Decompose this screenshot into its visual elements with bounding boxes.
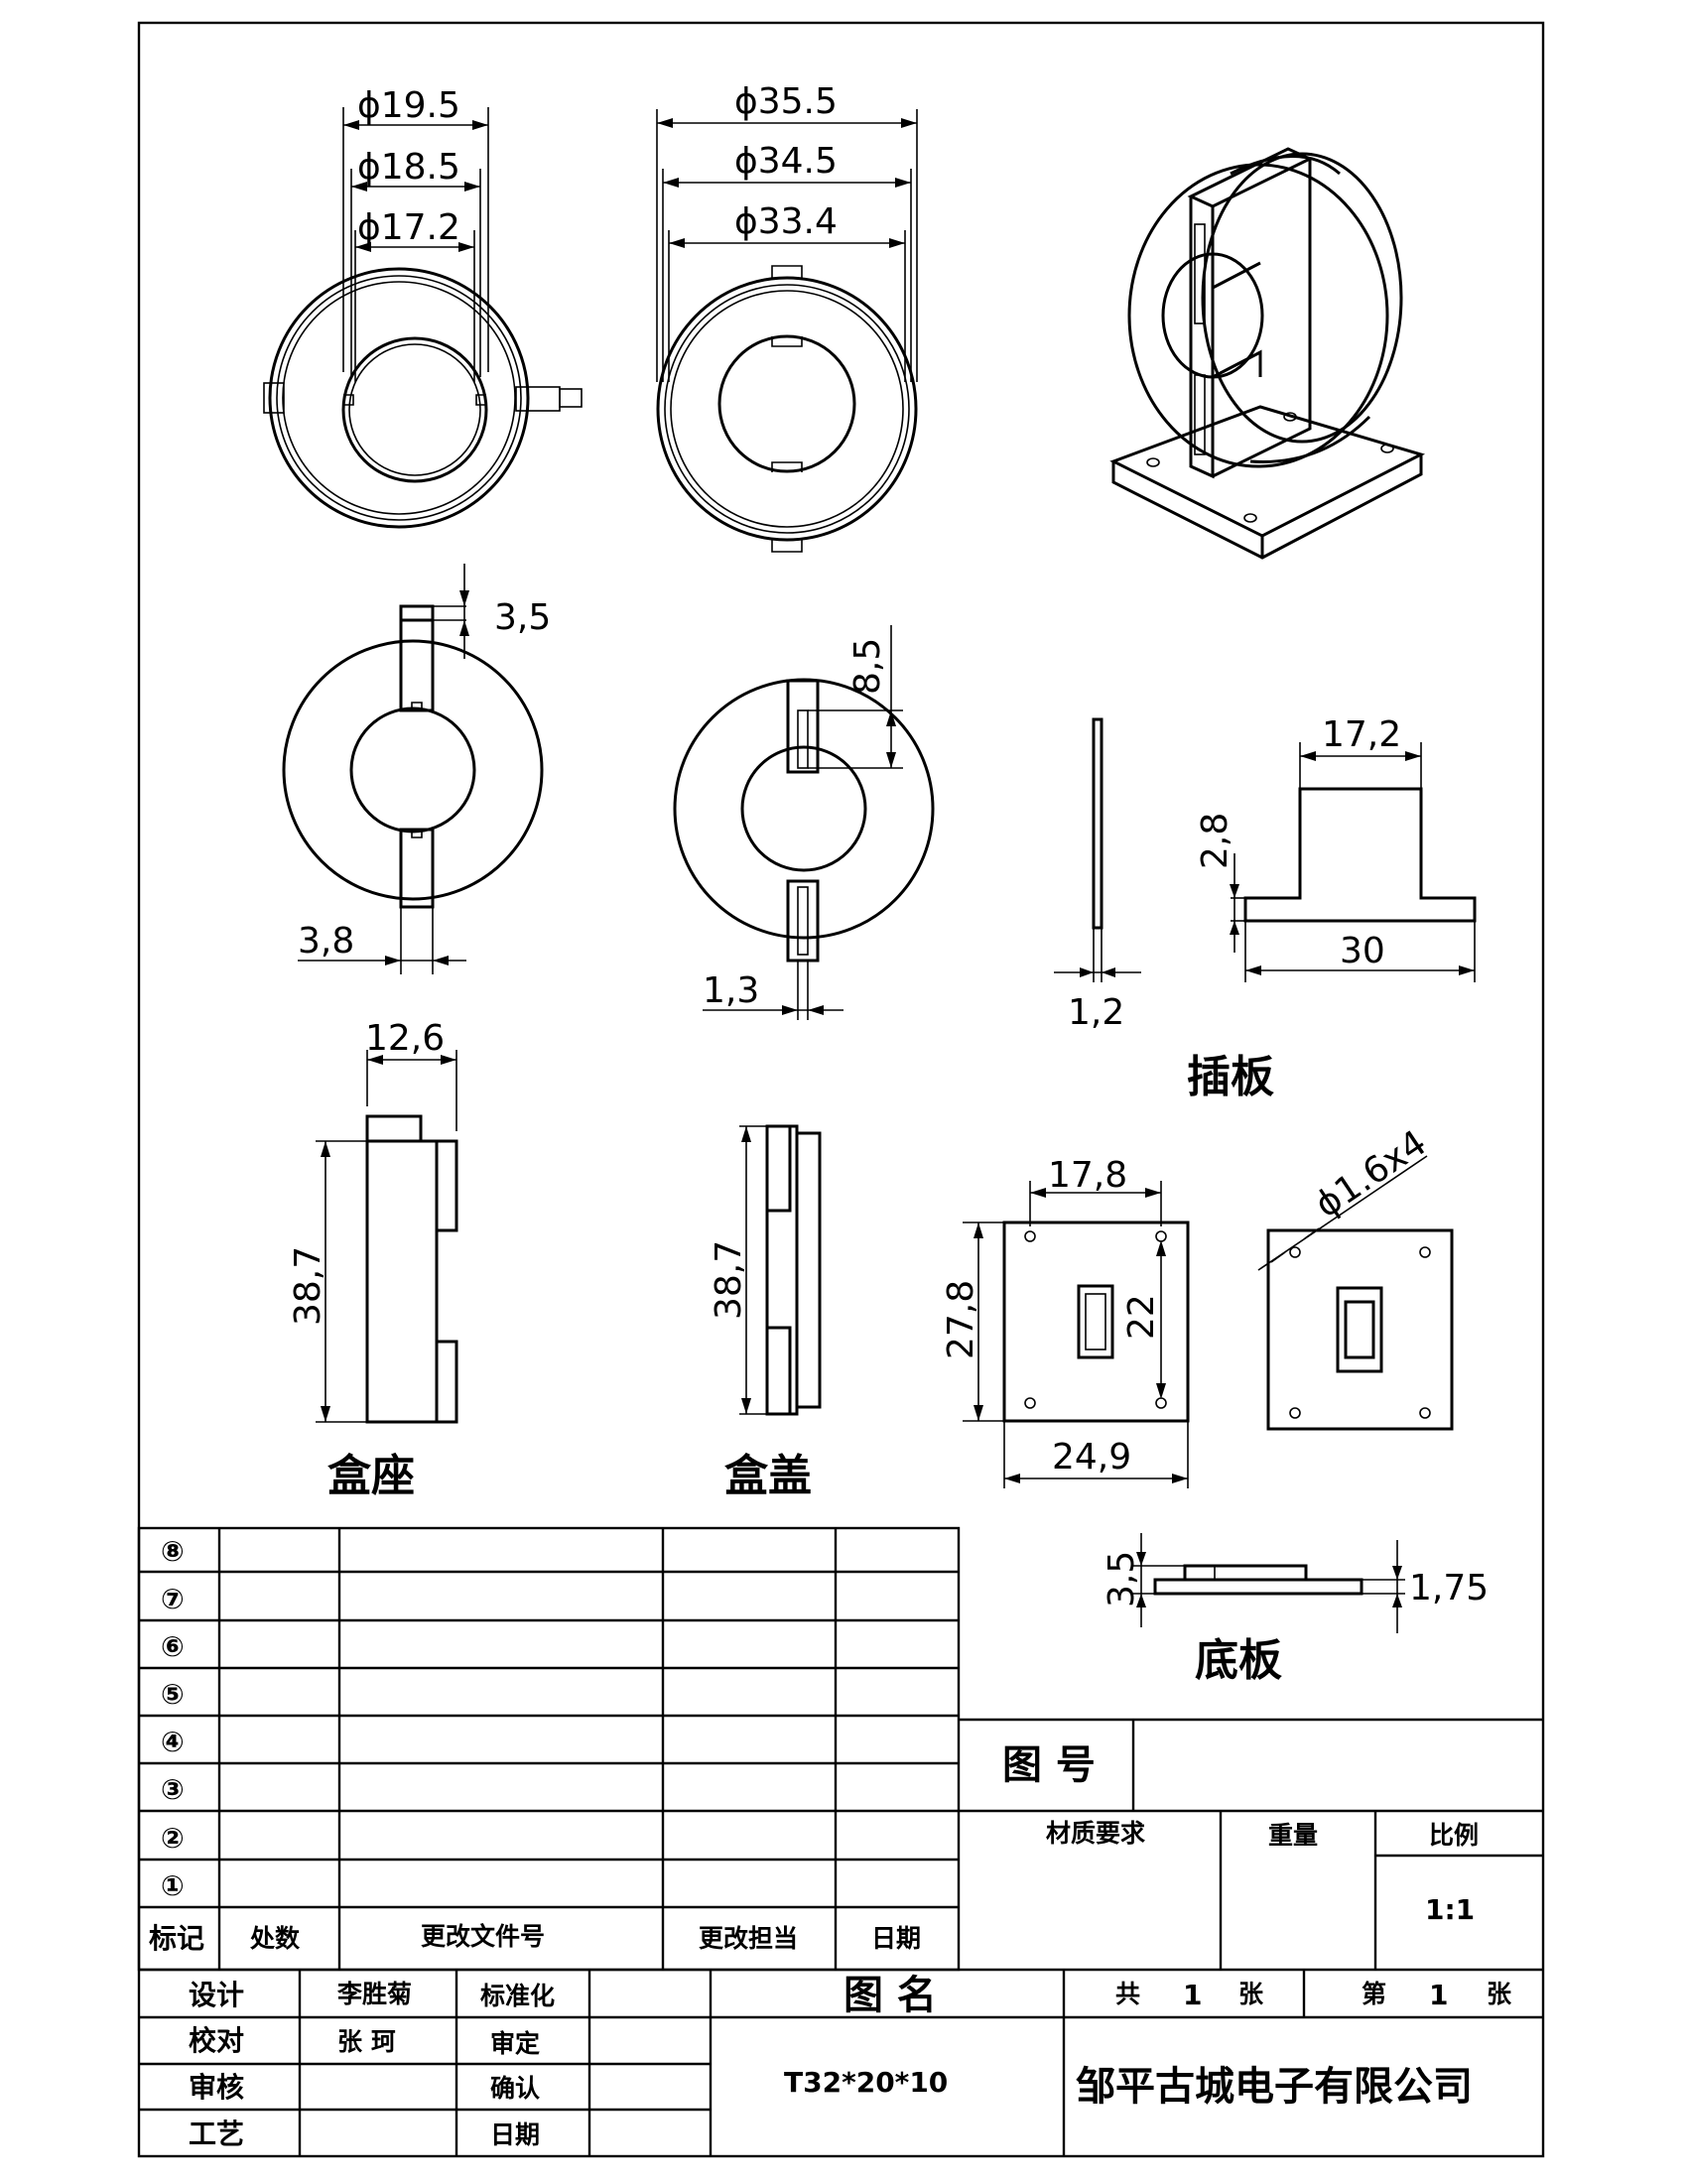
dim-phi-18-5: ϕ18.5 bbox=[357, 147, 460, 188]
dim-slot-width: 3,8 bbox=[298, 921, 354, 962]
rev-header-owner: 更改担当 bbox=[699, 1924, 798, 1953]
designer-name: 李胜菊 bbox=[337, 1980, 412, 2008]
bottom-plate-views: 17,8 22 27,8 24,9 ϕ1.6x4 3,5 bbox=[941, 1122, 1489, 1686]
dim-insert-base-width: 30 bbox=[1340, 931, 1385, 971]
cover-ring-front-view: 8,5 1,3 bbox=[673, 625, 935, 1020]
rev-row-5: ⑤ bbox=[161, 1678, 185, 1711]
dim-bottom-width: 24,9 bbox=[1052, 1437, 1131, 1477]
rev-row-2: ② bbox=[161, 1822, 185, 1855]
confirm-label: 确认 bbox=[490, 2074, 540, 2103]
drawing-name-label: 图 名 bbox=[844, 1973, 937, 2018]
top-left-ring-view: ϕ19.5 ϕ18.5 ϕ17.2 bbox=[263, 85, 583, 529]
review-label: 审定 bbox=[490, 2029, 540, 2058]
design-label: 设计 bbox=[189, 1979, 244, 2011]
revision-table: ⑧ ⑦ ⑥ ⑤ ④ ③ ② ① 标记 处数 更改文件号 更改担当 日期 bbox=[137, 1526, 961, 1972]
rev-row-3: ③ bbox=[161, 1773, 185, 1806]
cover-side-view: 38,7 盒盖 bbox=[709, 1124, 822, 1501]
bottom-plate-title: 底板 bbox=[1195, 1635, 1282, 1686]
part-name: T32*20*10 bbox=[784, 2066, 948, 2099]
dim-tab-height: 3,5 bbox=[494, 597, 551, 638]
weight-label: 重量 bbox=[1268, 1821, 1318, 1850]
total-sheets: 1 bbox=[1183, 1979, 1202, 2011]
total-unit: 张 bbox=[1238, 1980, 1264, 2008]
rev-row-7: ⑦ bbox=[161, 1583, 185, 1615]
date-label: 日期 bbox=[490, 2120, 540, 2149]
dim-phi-17-2: ϕ17.2 bbox=[357, 207, 460, 248]
dim-slot-depth: 8,5 bbox=[847, 638, 888, 695]
total-prefix: 共 bbox=[1115, 1980, 1140, 2008]
base-title: 盒座 bbox=[327, 1451, 415, 1501]
material-label: 材质要求 bbox=[1046, 1819, 1145, 1848]
dim-insert-top-width: 17,2 bbox=[1322, 714, 1401, 755]
dim-phi-19-5: ϕ19.5 bbox=[357, 85, 460, 126]
dim-bottom-height: 27,8 bbox=[941, 1280, 981, 1359]
rev-row-1: ① bbox=[161, 1869, 185, 1902]
drawing-frame bbox=[137, 21, 1545, 2158]
dim-side-h1: 3,5 bbox=[1102, 1551, 1142, 1607]
sheet-number: 1 bbox=[1429, 1979, 1448, 2011]
insert-plate-title: 插板 bbox=[1187, 1052, 1274, 1102]
dim-phi-35-5: ϕ35.5 bbox=[734, 81, 838, 122]
company-name: 邹平古城电子有限公司 bbox=[1076, 2064, 1473, 2110]
audit-label: 审核 bbox=[189, 2071, 244, 2104]
rev-row-8: ⑧ bbox=[161, 1535, 185, 1568]
top-middle-ring-view: ϕ35.5 ϕ34.5 ϕ33.4 bbox=[656, 81, 918, 553]
drawing-number-label: 图 号 bbox=[1002, 1742, 1096, 1788]
dim-hole-spec: ϕ1.6x4 bbox=[1308, 1122, 1434, 1225]
rev-header-date: 日期 bbox=[871, 1924, 921, 1953]
sheet-prefix: 第 bbox=[1362, 1980, 1386, 2008]
process-label: 工艺 bbox=[189, 2118, 244, 2150]
rev-header-count: 处数 bbox=[249, 1924, 301, 1953]
dim-hole-spacing-y: 22 bbox=[1121, 1294, 1162, 1340]
dim-base-side-height: 38,7 bbox=[288, 1246, 328, 1326]
dim-phi-33-4: ϕ33.4 bbox=[734, 201, 838, 242]
base-ring-front-view: 3,5 3,8 bbox=[282, 564, 551, 974]
check-label: 校对 bbox=[189, 2024, 244, 2057]
rev-header-doc: 更改文件号 bbox=[421, 1922, 545, 1951]
isometric-assembly-view bbox=[1109, 147, 1426, 560]
dim-plate-thickness: 1,2 bbox=[1068, 992, 1124, 1033]
sheet-unit: 张 bbox=[1487, 1980, 1512, 2008]
rev-row-6: ⑥ bbox=[161, 1630, 185, 1663]
scale-label: 比例 bbox=[1429, 1821, 1479, 1850]
checker-name: 张 珂 bbox=[337, 2027, 396, 2056]
base-side-view: 12,6 38,7 盒座 bbox=[288, 1018, 458, 1501]
rev-row-4: ④ bbox=[161, 1726, 185, 1758]
title-block-info: 图 号 材质要求 重量 比例 1:1 bbox=[959, 1718, 1543, 1970]
scale-value: 1:1 bbox=[1425, 1893, 1475, 1926]
dim-hole-spacing-x: 17,8 bbox=[1048, 1155, 1127, 1196]
cover-title: 盒盖 bbox=[724, 1451, 812, 1501]
dim-insert-height: 2,8 bbox=[1195, 813, 1235, 869]
dim-cover-slot-width: 1,3 bbox=[703, 970, 759, 1011]
standardization-label: 标准化 bbox=[480, 1982, 555, 2010]
dim-phi-34-5: ϕ34.5 bbox=[734, 141, 838, 182]
dim-base-side-width: 12,6 bbox=[365, 1018, 445, 1059]
title-block-signatures: 设计 李胜菊 标准化 校对 张 珂 审定 审核 确认 工艺 日期 图 名 共 1… bbox=[139, 1968, 1543, 2156]
dim-cover-side-height: 38,7 bbox=[709, 1240, 749, 1320]
rev-header-mark: 标记 bbox=[149, 1922, 204, 1955]
dim-side-h2: 1,75 bbox=[1409, 1568, 1489, 1608]
insert-plate-views: 1,2 17,2 2,8 30 插板 bbox=[1054, 714, 1477, 1102]
